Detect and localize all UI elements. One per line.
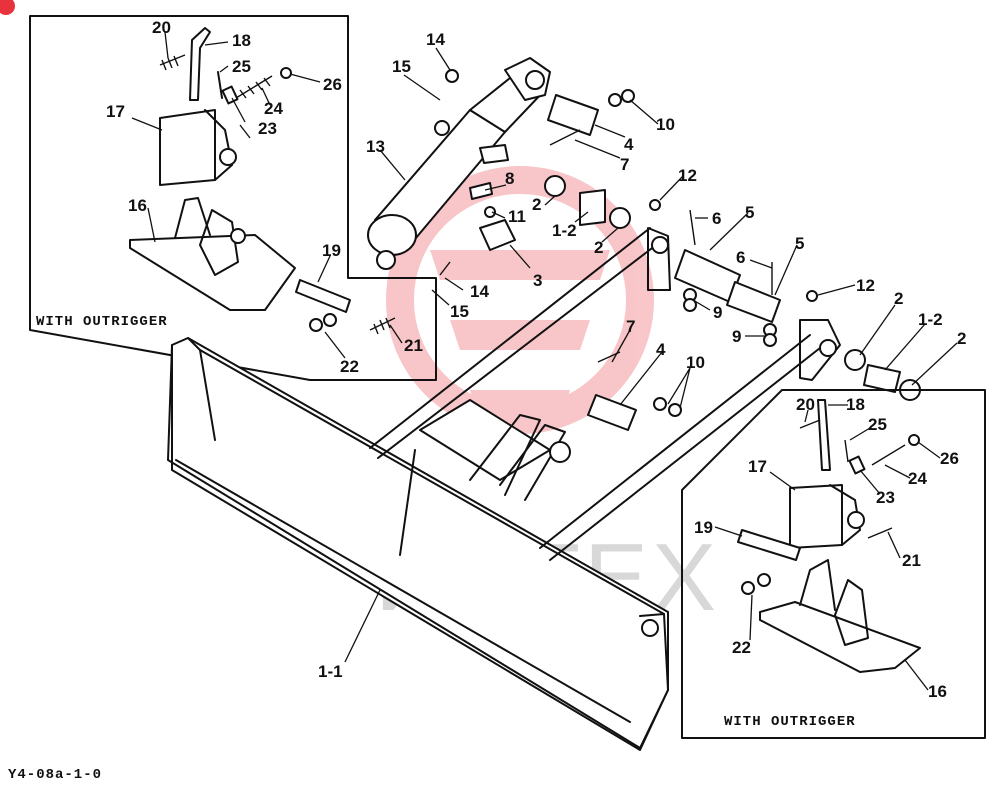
callout: 2: [957, 329, 966, 348]
push-frame: [369, 227, 841, 561]
callout: 18: [232, 31, 251, 50]
callout: 11: [508, 207, 526, 226]
callout: 21: [404, 336, 423, 355]
callout: 17: [748, 457, 767, 476]
callout: 6: [712, 209, 721, 228]
callout: 24: [264, 99, 283, 118]
callout: 2: [532, 195, 541, 214]
callout: 22: [340, 357, 359, 376]
callout: 6: [736, 248, 745, 267]
callout: 7: [620, 155, 629, 174]
outrigger-pin: [295, 279, 351, 313]
callout: 13: [366, 137, 385, 156]
callout: 1-1: [318, 662, 343, 681]
callout: 26: [323, 75, 342, 94]
callout: 2: [594, 238, 603, 257]
callout: 19: [694, 518, 713, 537]
callout: 24: [908, 469, 927, 488]
callout: 14: [470, 282, 489, 301]
callout: 9: [732, 327, 741, 346]
callout: 18: [846, 395, 865, 414]
callout: 20: [796, 395, 815, 414]
callout-labels: 20 18 25 24 26 23 17 16 19 21 22 14 15 1…: [106, 18, 966, 701]
callout: 5: [745, 203, 754, 222]
small-hardware: [439, 69, 818, 417]
callout: 25: [232, 57, 251, 76]
right-outrigger-inset: WITH OUTRIGGER: [681, 389, 986, 739]
callout: 19: [322, 241, 341, 260]
callout: 12: [678, 166, 697, 185]
outrigger-plate: [159, 109, 216, 186]
callout: 10: [656, 115, 675, 134]
callout: 21: [902, 551, 921, 570]
callout: 16: [128, 196, 147, 215]
leader-lines: [131, 31, 958, 691]
right-inset-caption: WITH OUTRIGGER: [724, 714, 856, 730]
callout: 4: [624, 135, 634, 154]
callout: 8: [505, 169, 514, 188]
callout: 22: [732, 638, 751, 657]
dozer-blade: [167, 337, 669, 751]
callout: 2: [894, 289, 903, 308]
callout: 1-2: [552, 221, 577, 240]
callout: 25: [868, 415, 887, 434]
callout: 26: [940, 449, 959, 468]
hydraulic-cylinder: [367, 57, 551, 270]
callout: 15: [450, 302, 469, 321]
callout: 17: [106, 102, 125, 121]
lock-lever: [189, 27, 211, 101]
callout: 3: [533, 271, 542, 290]
watermark-logo: [386, 166, 654, 434]
callout: 23: [258, 119, 277, 138]
callout: 1-2: [918, 310, 943, 329]
callout: 20: [152, 18, 171, 37]
callout: 5: [795, 234, 804, 253]
callout: 14: [426, 30, 445, 49]
figure-code: Y4-08a-1-0: [8, 767, 102, 783]
outrigger-base-plate: [129, 234, 296, 311]
callout: 16: [928, 682, 947, 701]
callout: 15: [392, 57, 411, 76]
callout: 7: [626, 317, 635, 336]
left-inset-caption: WITH OUTRIGGER: [36, 314, 168, 330]
callout: 12: [856, 276, 875, 295]
callout: 4: [656, 340, 666, 359]
corner-badge: [0, 0, 15, 15]
callout: 23: [876, 488, 895, 507]
callout: 9: [713, 303, 722, 322]
pins-and-bushings: [544, 94, 921, 431]
left-outrigger-inset: WITH OUTRIGGER: [29, 15, 437, 381]
callout: 10: [686, 353, 705, 372]
